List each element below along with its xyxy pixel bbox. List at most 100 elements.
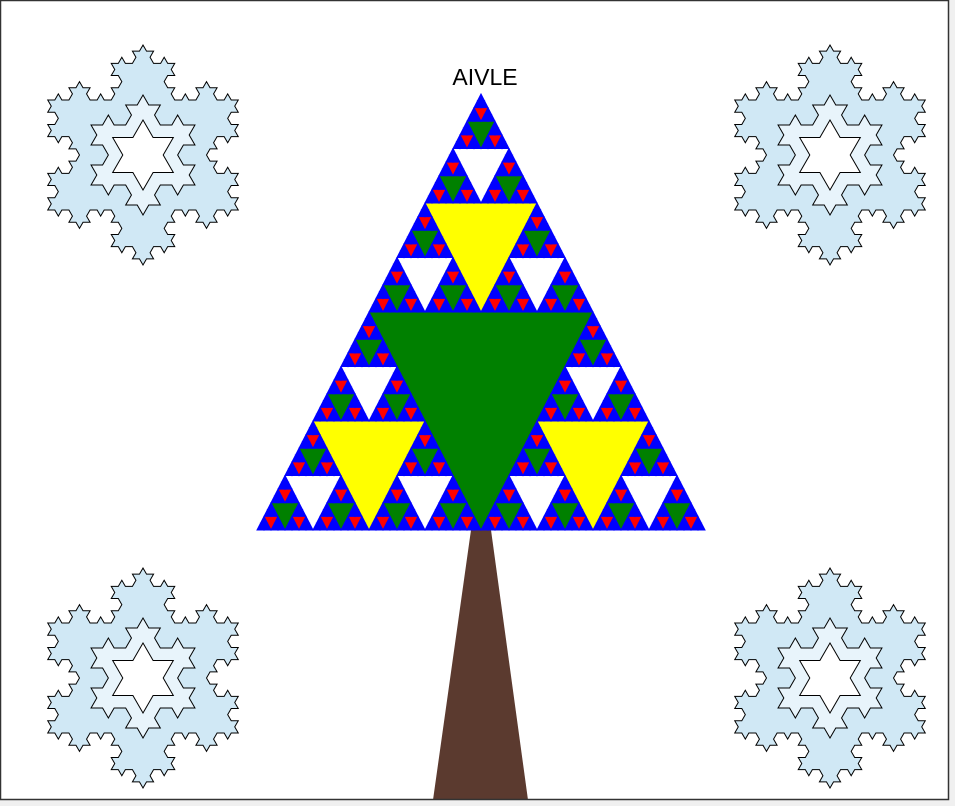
tree-inner-triangle — [385, 359, 395, 368]
tree-inner-triangle — [329, 468, 339, 477]
tree-inner-triangle — [385, 277, 395, 286]
tree-inner-triangle — [294, 509, 304, 518]
tree-inner-triangle — [511, 468, 521, 477]
tree-inner-triangle — [539, 222, 549, 232]
tree-inner-triangle — [385, 522, 395, 532]
tree-inner-triangle — [455, 304, 465, 314]
tree-inner-triangle — [322, 454, 332, 463]
tree-inner-triangle — [672, 481, 682, 491]
tree-inner-triangle — [630, 454, 640, 463]
tree-inner-triangle — [665, 495, 675, 504]
tree-inner-triangle — [483, 141, 493, 150]
tree-inner-triangle — [357, 413, 367, 423]
tree-inner-triangle — [630, 509, 640, 518]
tree-inner-triangle — [497, 168, 507, 177]
tree-inner-triangle — [371, 331, 381, 341]
tree-inner-triangle — [581, 522, 591, 532]
tree-inner-triangle — [399, 468, 409, 477]
tree-inner-triangle — [476, 100, 486, 109]
tree-inner-triangle — [637, 522, 647, 532]
tree-inner-triangle — [441, 250, 451, 259]
tree-inner-triangle — [623, 495, 633, 504]
tree-inner-triangle — [287, 522, 297, 532]
tree-inner-triangle — [560, 263, 570, 273]
tree-inner-triangle — [595, 522, 605, 532]
tree-inner-triangle — [455, 195, 465, 205]
tree-inner-triangle — [602, 400, 612, 409]
tree-inner-triangle — [364, 318, 374, 327]
tree-inner-triangle — [392, 372, 402, 382]
tree-inner-triangle — [518, 454, 528, 463]
tree-inner-triangle — [469, 113, 479, 123]
tree-inner-triangle — [329, 413, 339, 423]
tree-inner-triangle — [427, 195, 437, 205]
tree-inner-triangle — [385, 386, 395, 395]
tree-inner-triangle — [630, 400, 640, 409]
tree-inner-triangle — [574, 345, 584, 354]
tree-inner-triangle — [413, 222, 423, 232]
tree-inner-triangle — [609, 386, 619, 395]
tree-inner-triangle — [497, 195, 507, 205]
tree-inner-triangle — [462, 291, 472, 300]
tree-inner-triangle — [525, 195, 535, 205]
tree-inner-triangle — [665, 468, 675, 477]
tree-inner-triangle — [532, 427, 542, 436]
tree-inner-triangle — [427, 304, 437, 314]
tree-inner-triangle — [539, 468, 549, 477]
tree-inner-triangle — [273, 495, 283, 504]
tree-inner-triangle — [560, 481, 570, 491]
tree-inner-triangle — [518, 182, 528, 191]
tree-inner-triangle — [455, 277, 465, 286]
tree-inner-triangle — [581, 359, 591, 368]
tree-inner-triangle — [539, 522, 549, 532]
tree-inner-triangle — [609, 522, 619, 532]
tree-inner-triangle — [448, 154, 458, 164]
tree-inner-triangle — [259, 522, 269, 532]
tree-inner-triangle — [511, 168, 521, 177]
tree-inner-triangle — [413, 304, 423, 314]
tree-inner-triangle — [546, 454, 556, 463]
tree-inner-triangle — [434, 182, 444, 191]
tree-inner-triangle — [581, 331, 591, 341]
tree-inner-triangle — [434, 454, 444, 463]
tree-inner-triangle — [406, 509, 416, 518]
tree-inner-triangle — [350, 509, 360, 518]
tree-inner-triangle — [315, 413, 325, 423]
tree-inner-triangle — [504, 481, 514, 491]
tree-inner-triangle — [385, 495, 395, 504]
tree-inner-triangle — [399, 304, 409, 314]
tree-inner-triangle — [567, 277, 577, 286]
tree-inner-triangle — [525, 222, 535, 232]
tree-inner-triangle — [511, 277, 521, 286]
tree-inner-triangle — [574, 291, 584, 300]
tree-inner-triangle — [595, 331, 605, 341]
tree-inner-triangle — [567, 359, 577, 368]
tree-inner-triangle — [539, 413, 549, 423]
tree-inner-triangle — [343, 359, 353, 368]
tree-inner-triangle — [518, 291, 528, 300]
tree-inner-triangle — [665, 522, 675, 532]
tree-inner-triangle — [497, 141, 507, 150]
tree-inner-triangle — [266, 509, 276, 518]
tree-inner-triangle — [483, 195, 493, 205]
tree-inner-triangle — [623, 522, 633, 532]
tree-inner-triangle — [525, 304, 535, 314]
tree-inner-triangle — [483, 304, 493, 314]
tree-inner-triangle — [567, 304, 577, 314]
tree-inner-triangle — [602, 345, 612, 354]
tree-inner-triangle — [595, 413, 605, 423]
tree-inner-triangle — [686, 509, 696, 518]
tree-inner-triangle — [441, 195, 451, 205]
tree-inner-triangle — [490, 509, 500, 518]
tree-inner-triangle — [427, 522, 437, 532]
tree-inner-triangle — [490, 291, 500, 300]
tree-inner-triangle — [287, 495, 297, 504]
tree-inner-triangle — [525, 440, 535, 450]
tree-inner-triangle — [392, 263, 402, 273]
tree-inner-triangle — [546, 291, 556, 300]
tree-inner-triangle — [525, 522, 535, 532]
tree-inner-triangle — [427, 250, 437, 259]
tree-inner-triangle — [413, 522, 423, 532]
tree-inner-triangle — [553, 304, 563, 314]
tree-inner-triangle — [343, 386, 353, 395]
